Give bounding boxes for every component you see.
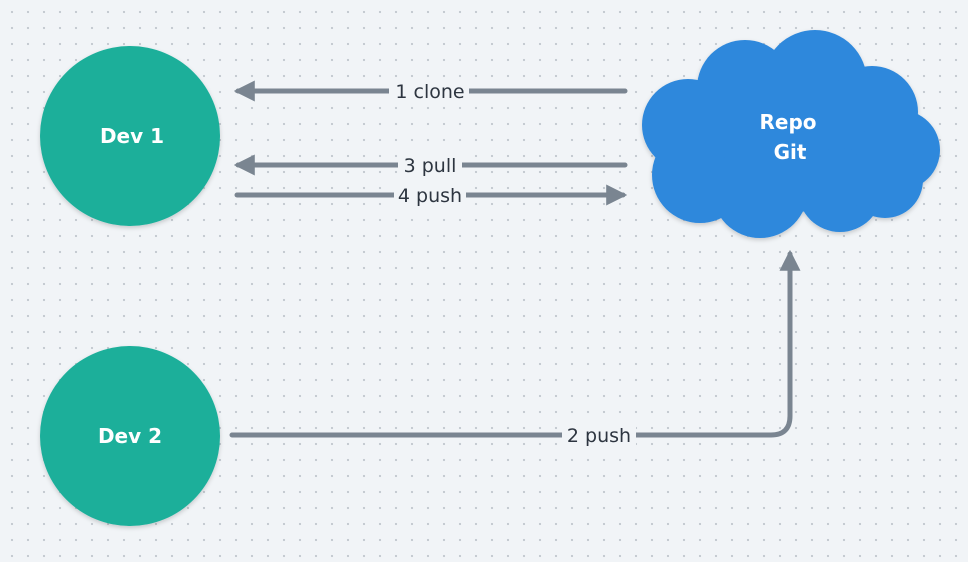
dev1-label: Dev 1 bbox=[100, 124, 164, 148]
edge-push-4-label-bg bbox=[394, 183, 466, 207]
edge-push-4-label: 4 push bbox=[398, 185, 462, 207]
dev2-circle bbox=[40, 346, 220, 526]
edge-clone-label: 1 clone bbox=[395, 81, 464, 103]
edge-pull-label: 3 pull bbox=[404, 155, 457, 177]
edge-push-2-line bbox=[229, 249, 801, 438]
edge-push-2[interactable]: 2 push bbox=[229, 249, 801, 447]
edge-push-2-label-bg bbox=[562, 423, 636, 447]
edge-push-4[interactable]: 4 push bbox=[234, 183, 628, 207]
dev1-circle bbox=[40, 46, 220, 226]
cloud-icon bbox=[642, 30, 940, 238]
edge-pull[interactable]: 3 pull bbox=[233, 153, 628, 177]
repo-cloud-node[interactable]: Repo Git bbox=[642, 30, 940, 238]
dev2-label: Dev 2 bbox=[98, 424, 162, 448]
edge-clone-label-bg bbox=[389, 79, 469, 103]
edge-clone[interactable]: 1 clone bbox=[233, 79, 628, 103]
edge-pull-label-bg bbox=[398, 153, 462, 177]
edge-push-2-label: 2 push bbox=[567, 425, 631, 447]
dev2-node[interactable]: Dev 2 bbox=[40, 346, 220, 526]
dev1-node[interactable]: Dev 1 bbox=[40, 46, 220, 226]
repo-label-line2: Git bbox=[774, 140, 807, 164]
repo-label-line1: Repo bbox=[759, 110, 816, 134]
